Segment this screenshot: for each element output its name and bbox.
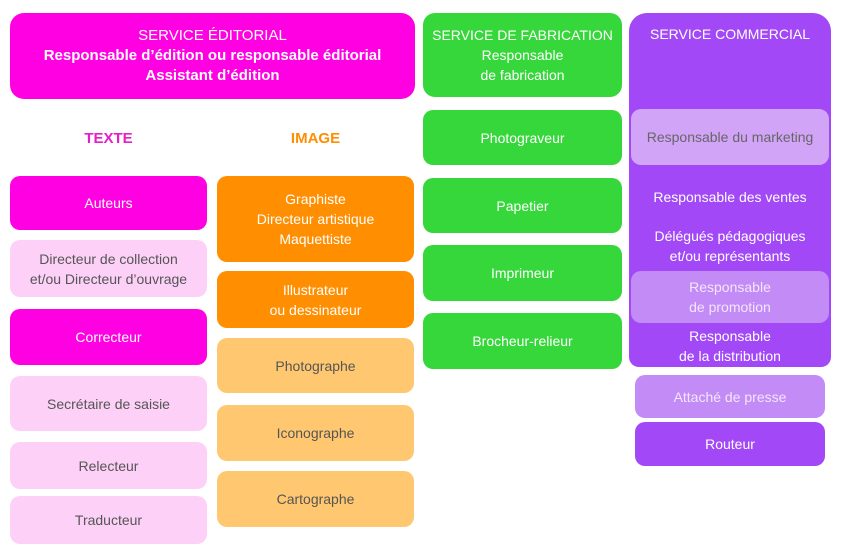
- fabrication-item-papetier: Papetier: [423, 178, 622, 233]
- service-editorial-title: SERVICE ÉDITORIAL: [138, 27, 287, 44]
- commercial-item-promotion: Responsable de promotion: [631, 271, 829, 323]
- texte-item-auteurs: Auteurs: [10, 176, 207, 230]
- image-item-photographe: Photographe: [217, 338, 414, 393]
- fabrication-item-imprimeur: Imprimeur: [423, 245, 622, 301]
- commercial-item-marketing: Responsable du marketing: [631, 109, 829, 165]
- commercial-item-ventes: Responsable des ventes: [653, 189, 807, 205]
- service-editorial-line2: Assistant d’édition: [145, 67, 280, 84]
- service-editorial-box: SERVICE ÉDITORIAL Responsable d’édition …: [10, 13, 415, 99]
- texte-item-correcteur: Correcteur: [10, 309, 207, 365]
- image-item-iconographe: Iconographe: [217, 405, 414, 461]
- image-title: IMAGE: [290, 130, 341, 147]
- fabrication-item-brocheur-relieur: Brocheur-relieur: [423, 313, 622, 369]
- texte-item-relecteur: Relecteur: [10, 442, 207, 489]
- service-fabrication-box: SERVICE DE FABRICATION Responsable de fa…: [423, 13, 622, 97]
- service-editorial-line1: Responsable d’édition ou responsable édi…: [43, 47, 382, 64]
- commercial-item-distribution: Responsable de la distribution: [679, 328, 781, 364]
- service-fabrication-subtitle: Responsable de fabrication: [480, 47, 565, 83]
- service-commercial-title: SERVICE COMMERCIAL: [650, 26, 810, 42]
- commercial-item-attache-presse: Attaché de presse: [635, 375, 825, 418]
- image-item-illustrateur: Illustrateur ou dessinateur: [217, 271, 414, 328]
- image-item-graphiste: Graphiste Directeur artistique Maquettis…: [217, 176, 414, 262]
- commercial-item-delegues: Délégués pédagogiques et/ou représentant…: [654, 228, 806, 264]
- texte-item-directeur-collection: Directeur de collection et/ou Directeur …: [10, 240, 207, 297]
- texte-item-secretaire-saisie: Secrétaire de saisie: [10, 376, 207, 431]
- commercial-item-routeur: Routeur: [635, 422, 825, 466]
- fabrication-item-photograveur: Photograveur: [423, 110, 622, 165]
- image-item-cartographe: Cartographe: [217, 471, 414, 527]
- service-fabrication-title: SERVICE DE FABRICATION: [432, 27, 613, 43]
- texte-item-traducteur: Traducteur: [10, 496, 207, 544]
- texte-title: TEXTE: [84, 130, 133, 147]
